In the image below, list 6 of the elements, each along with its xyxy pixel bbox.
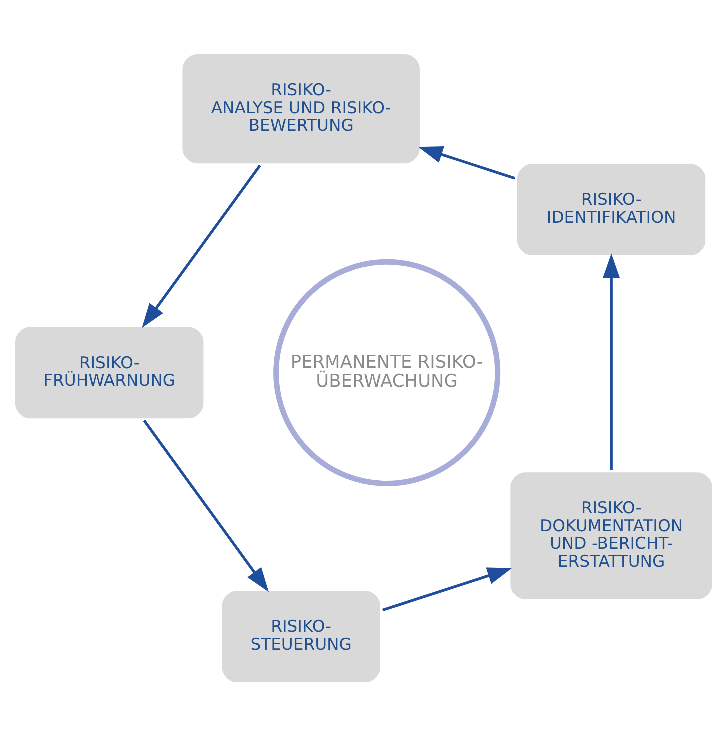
- arrow: [142, 164, 262, 328]
- node-circle: PERMANENTE RISIKO- ÜBERWACHUNG: [274, 258, 501, 486]
- arrow: [602, 253, 620, 470]
- arrow: [382, 567, 512, 612]
- arrow: [418, 146, 516, 180]
- arrow: [143, 419, 269, 592]
